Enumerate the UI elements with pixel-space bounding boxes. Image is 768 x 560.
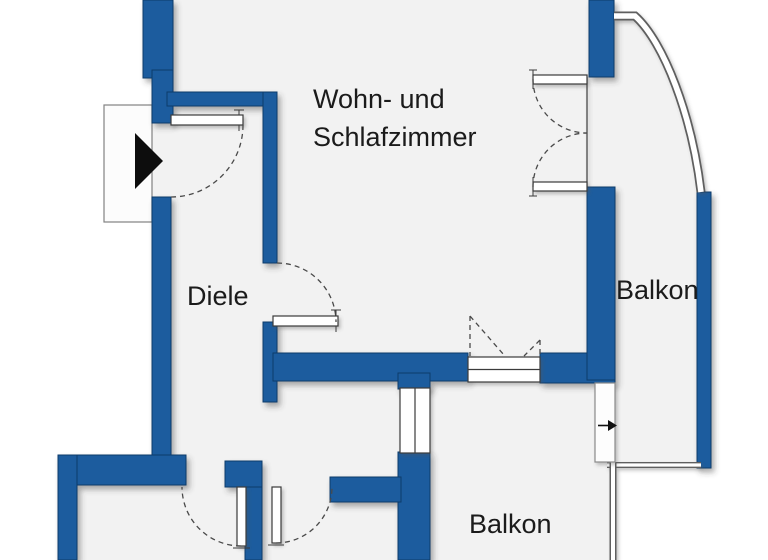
wall-segment (329, 476, 402, 503)
door-swing-arc (170, 124, 244, 198)
door-swing-arc (275, 486, 333, 544)
door-swing-arc (532, 78, 588, 134)
balcony-railing-curve (614, 13, 704, 193)
wall-segment (142, 0, 174, 79)
wall-segment (696, 191, 712, 469)
sliding-door (594, 382, 616, 463)
wall-segment (262, 91, 278, 264)
door-swing-arc (276, 262, 337, 323)
door-swing-arcs (170, 78, 588, 547)
door-swing-arc (181, 486, 242, 547)
door-leaf (532, 181, 588, 192)
room-label-line: Schlafzimmer (313, 122, 477, 152)
door-leaf (271, 486, 282, 544)
wall-segment (397, 372, 431, 390)
tilt-window-symbol (469, 315, 505, 356)
wall-segment (272, 352, 469, 382)
wall-segment (586, 186, 616, 381)
tilt-window-symbol (523, 339, 541, 357)
wall-segment (151, 196, 172, 464)
door-leaf (532, 74, 588, 85)
floor-balcony-right (612, 16, 711, 466)
wall-segment (166, 91, 275, 107)
balcony-railings (607, 11, 706, 560)
floor-balcony-bottom (420, 380, 615, 560)
door-leaf (236, 486, 247, 547)
room-label-line: Wohn- und (313, 84, 445, 114)
door-leaf (170, 114, 244, 126)
room-label-hallway: Diele (187, 281, 249, 311)
door-leaf (272, 315, 339, 327)
wall-segment (57, 454, 78, 560)
door-tip-marks (233, 69, 537, 549)
door-direction-arrow-icon (598, 420, 617, 431)
wall-segment (397, 451, 431, 560)
door-swing-arc (532, 132, 588, 188)
room-label-living-bedroom: Wohn- und Schlafzimmer (313, 80, 477, 156)
entrance-arrow-icon (135, 133, 163, 189)
room-label-balcony-bottom: Balkon (469, 509, 552, 539)
doors-windows (170, 74, 616, 547)
wall-segment (224, 460, 263, 488)
wall-segment (244, 486, 263, 560)
wall-segment (588, 0, 615, 78)
room-label-balcony-right: Balkon (616, 275, 699, 305)
walls (57, 0, 712, 560)
